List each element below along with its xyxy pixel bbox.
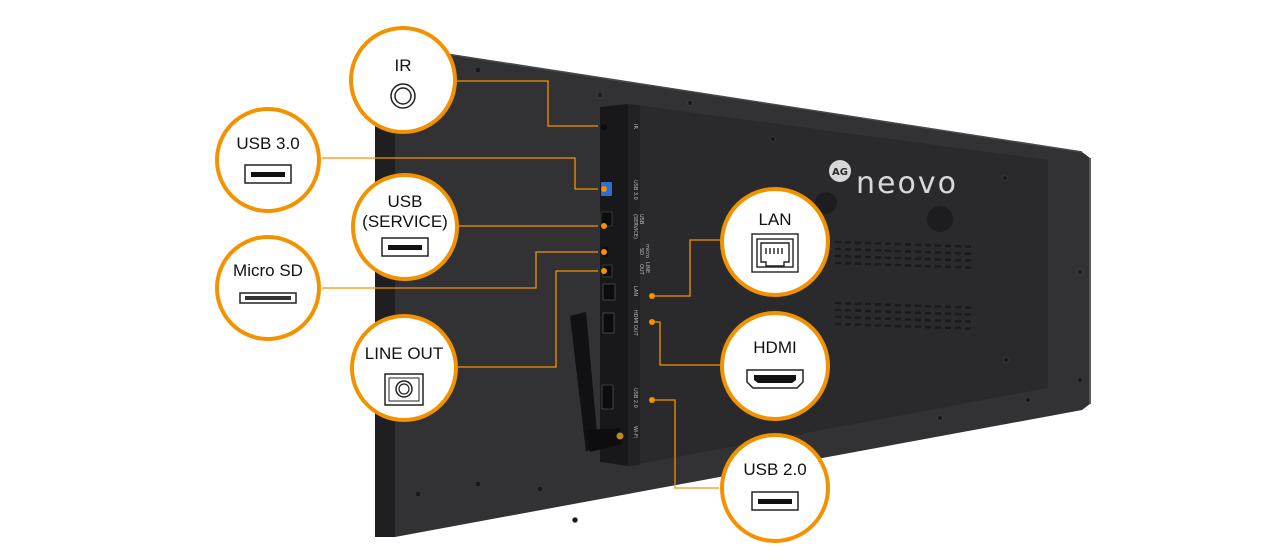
callout-lineout-label: LINE OUT [365, 344, 443, 363]
io-label-microsd-1: micro [644, 244, 650, 258]
callout-usb30: USB 3.0 [215, 107, 321, 213]
io-label-hdmi: HDMI OUT [632, 310, 638, 337]
vent-slots [835, 240, 971, 330]
brand-name: neovo [856, 166, 958, 201]
usb20-port [601, 384, 614, 410]
callout-lan-label: LAN [758, 210, 791, 229]
callout-ir: IR [349, 26, 457, 134]
callout-lan: LAN [720, 187, 830, 297]
callout-microsd: Micro SD [215, 235, 321, 341]
usb-port-icon [244, 164, 292, 184]
ir-sensor [601, 124, 607, 130]
io-label-ir: IR [632, 124, 638, 129]
usb-port-icon [381, 237, 429, 257]
speaker-grille-left [815, 192, 837, 214]
brand-logo-mark: AG [832, 167, 848, 178]
callout-lineout: LINE OUT [350, 314, 458, 422]
callout-hdmi-label: HDMI [753, 338, 796, 357]
callout-hdmi: HDMI [720, 311, 830, 421]
ir-sensor-icon [390, 83, 416, 109]
wifi-antenna [570, 312, 624, 452]
brand-logo: AG neovo [829, 160, 958, 201]
io-label-lineout-2: OUT [638, 264, 644, 276]
callout-usb20-label: USB 2.0 [743, 460, 806, 479]
hdmi-out-port [602, 312, 615, 334]
io-label-lan: LAN [632, 286, 638, 296]
callout-usb20: USB 2.0 [720, 433, 830, 543]
audio-jack-icon [384, 373, 424, 406]
callout-ir-label: IR [395, 56, 412, 75]
micro-sd-slot-icon [239, 292, 297, 304]
callout-usb-service: USB (SERVICE) [351, 173, 459, 281]
hdmi-port-icon [746, 369, 804, 389]
leader-line-dots [601, 186, 655, 403]
lan-port [602, 283, 616, 301]
callout-microsd-label: Micro SD [233, 261, 303, 280]
leader-lines [322, 80, 722, 489]
io-label-lineout-1: LINE [644, 262, 650, 273]
ethernet-port-icon [751, 233, 799, 273]
io-label-microsd-2: SD [638, 248, 644, 255]
speaker-grille-right [927, 206, 953, 232]
callout-usb-service-label-1: USB [388, 192, 423, 211]
io-label-wifi: Wi-Fi [632, 426, 638, 438]
callout-usb-service-label-2: (SERVICE) [362, 212, 448, 231]
io-label-usb20: USB 2.0 [632, 388, 638, 408]
io-label-usb30: USB 3.0 [632, 180, 638, 200]
callout-usb30-label: USB 3.0 [236, 134, 299, 153]
io-label-usb-service-1: USB [638, 214, 644, 225]
usb-port-icon [751, 491, 799, 511]
io-label-usb-service-2: (SERVICE) [632, 214, 638, 239]
